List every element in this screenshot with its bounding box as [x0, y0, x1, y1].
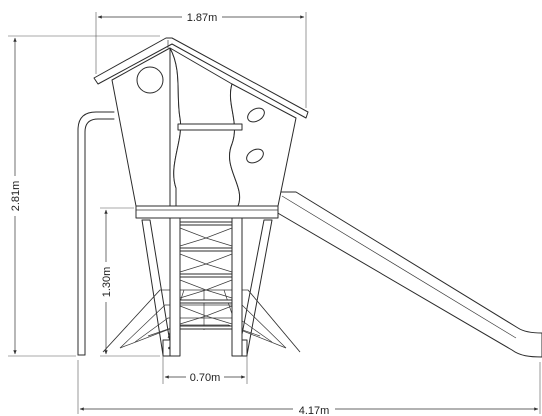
dimension-base-width: 0.70m	[162, 356, 248, 384]
base-width-label: 0.70m	[190, 372, 221, 384]
oval-window-upper	[247, 107, 265, 123]
platform	[135, 205, 279, 219]
dimension-platform-height: 1.30m	[99, 207, 160, 357]
platform-height-label: 1.30m	[101, 267, 113, 298]
total-length-label: 4.17m	[299, 405, 330, 416]
dimension-total-height: 2.81m	[8, 35, 160, 357]
side-pole	[77, 111, 115, 356]
house-walls	[111, 47, 297, 207]
dimension-top-width: 1.87m	[95, 9, 307, 108]
slide	[275, 191, 542, 358]
total-height-label: 2.81m	[10, 181, 22, 212]
round-window	[136, 66, 164, 94]
climbing-net	[102, 289, 301, 353]
dimension-total-length: 4.17m	[77, 360, 541, 416]
roof	[93, 37, 309, 119]
oval-window-lower	[246, 148, 264, 164]
top-width-label: 1.87m	[187, 12, 218, 24]
ladder	[169, 211, 243, 357]
